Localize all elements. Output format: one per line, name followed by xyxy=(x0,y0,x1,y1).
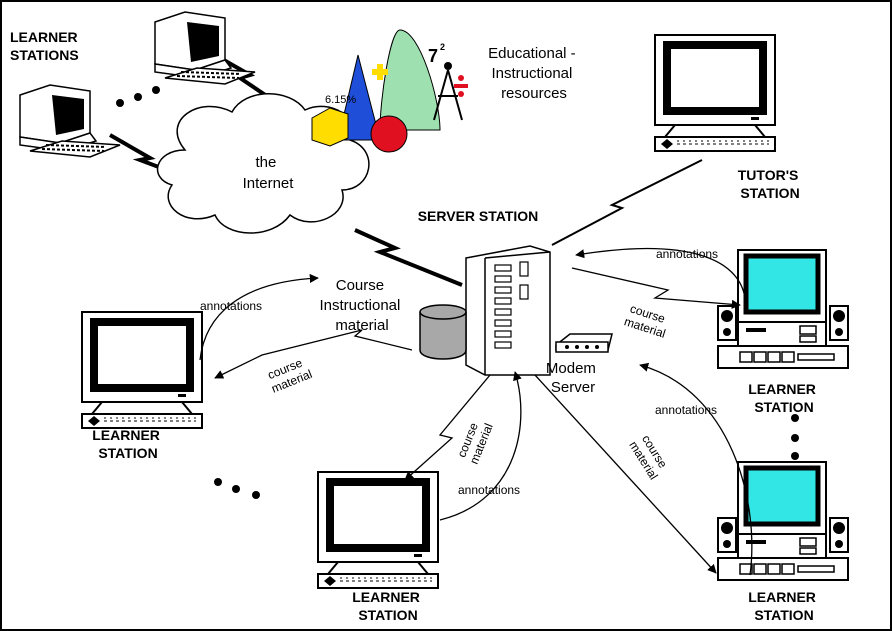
resource-percent: 6.15% xyxy=(325,94,356,106)
label-educational-resources: Educational - Instructional resources xyxy=(488,45,580,102)
link-internet-to-server xyxy=(354,228,463,287)
course-material-label-right-bottom: course material xyxy=(626,431,672,482)
course-material-label-right-top: course material xyxy=(622,301,671,341)
learner-pc-top-1-icon xyxy=(154,11,256,85)
arrow-right-top-annotations xyxy=(575,247,746,299)
learner-left-monitor-icon xyxy=(82,312,202,428)
annotations-label-right-top: annotations xyxy=(656,247,718,261)
course-material-label-bottom: course material xyxy=(454,416,496,466)
learner-right-top-pc-icon xyxy=(718,250,848,368)
learner-right-bottom-pc-icon xyxy=(718,462,848,580)
tutor-monitor-icon xyxy=(655,35,775,151)
label-tutors-station: TUTOR'S STATION xyxy=(738,167,803,201)
server-tower-icon xyxy=(465,245,551,376)
arrow-bottom-annotations xyxy=(439,371,522,521)
label-learner-station-bottom: LEARNER STATION xyxy=(352,589,424,623)
annotations-label-left: annotations xyxy=(200,299,262,313)
educational-resources-icon xyxy=(311,29,468,153)
arrow-bottom-course xyxy=(404,374,491,481)
modem-icon xyxy=(555,333,613,353)
annotations-label-bottom: annotations xyxy=(458,483,520,497)
arrow-left-course xyxy=(214,329,413,379)
label-modem-server: Modem Server xyxy=(546,360,600,396)
link-tutor-to-server xyxy=(551,159,703,246)
label-server-station: SERVER STATION xyxy=(418,208,539,224)
arrow-right-bottom-annotations xyxy=(639,362,753,576)
arrows xyxy=(199,247,753,576)
dots-right xyxy=(791,414,799,460)
label-course-instructional-material: Course Instructional material xyxy=(319,277,404,334)
course-material-label-left: course material xyxy=(264,354,314,396)
dots-bottom-left xyxy=(214,478,260,499)
arrow-right-top-course xyxy=(571,267,741,309)
learner-bottom-monitor-icon xyxy=(318,472,438,588)
resource-superscript: 2 xyxy=(440,42,445,52)
label-learner-station-right-bottom: LEARNER STATION xyxy=(748,589,820,623)
dots-top-left xyxy=(116,86,160,107)
label-internet: the Internet xyxy=(243,154,295,192)
label-learner-stations-top: LEARNER STATIONS xyxy=(10,29,82,63)
arrow-left-annotations xyxy=(199,273,319,361)
label-learner-station-right-top: LEARNER STATION xyxy=(748,381,820,415)
arrow-right-bottom-course xyxy=(534,374,717,574)
database-icon xyxy=(419,304,467,360)
label-learner-station-left: LEARNER STATION xyxy=(92,427,164,461)
annotations-label-right-bottom: annotations xyxy=(655,403,717,417)
resource-seven: 7 xyxy=(428,46,438,66)
learner-pc-top-2-icon xyxy=(19,84,121,158)
